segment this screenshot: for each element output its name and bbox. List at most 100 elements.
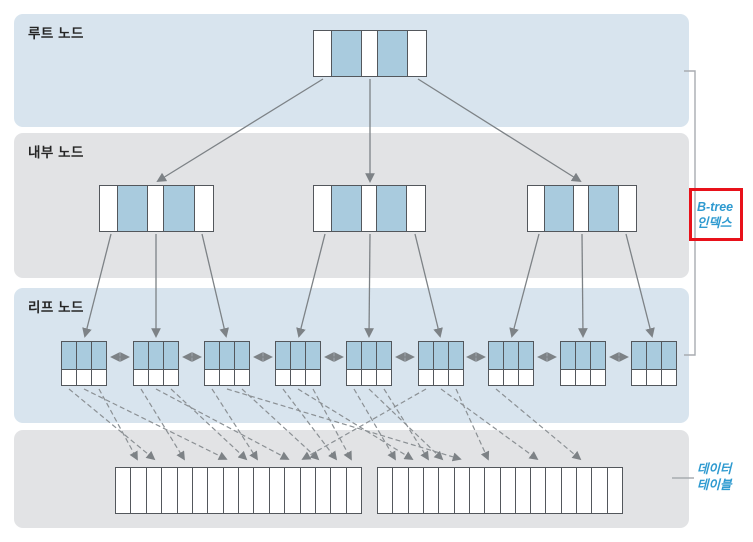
leaf-key-cell [433,342,448,369]
leaf-key-row [134,342,178,370]
key-segment [314,31,331,76]
key-segment [116,186,148,231]
leaf-pointer-cell [76,370,91,385]
table-cell [116,468,131,513]
leaf-node-6 [418,341,464,386]
table-cell [191,468,208,513]
leaf-key-cell [661,342,676,369]
leaf-key-row [489,342,533,370]
leaf-key-cell [503,342,518,369]
key-segment [573,186,589,231]
leaf-pointer-cell [148,370,163,385]
leaf-key-cell [205,342,219,369]
table-cell [253,468,269,513]
key-segment [528,186,545,231]
table-cell [576,468,592,513]
leaf-key-cell [290,342,305,369]
key-segment [147,186,164,231]
leaf-pointer-cell [503,370,518,385]
band-label-internal: 내부 노드 [28,145,84,160]
leaf-pointer-cell [518,370,533,385]
table-cell [530,468,546,513]
internal-node-left [99,185,214,232]
key-segment [330,31,362,76]
internal-node-right [527,185,637,232]
band-label-leaf: 리프 노드 [28,300,84,315]
leaf-key-cell [234,342,249,369]
leaf-key-cell [376,342,391,369]
btree-index-label-line1: B-tree [697,199,734,214]
key-segment [163,186,194,231]
leaf-pointer-cell [205,370,219,385]
leaf-pointer-cell [62,370,76,385]
key-segment [100,186,117,231]
table-cell [299,468,315,513]
leaf-pointer-row [347,370,391,385]
leaf-node-7 [488,341,534,386]
leaf-pointer-row [632,370,676,385]
leaf-key-row [205,342,249,370]
data-table-right [377,467,623,514]
btree-index-label-line2: 인덱스 [697,215,732,230]
leaf-pointer-cell [305,370,320,385]
leaf-key-cell [219,342,234,369]
leaf-node-8 [560,341,606,386]
table-cell [176,468,192,513]
table-cell [484,468,500,513]
leaf-key-row [632,342,676,370]
leaf-key-cell [76,342,91,369]
table-cell [268,468,285,513]
table-cell [222,468,238,513]
leaf-pointer-cell [276,370,290,385]
leaf-key-cell [590,342,605,369]
key-segment [406,186,425,231]
leaf-key-cell [646,342,661,369]
table-cell [499,468,515,513]
btree-index-highlight-box: B-tree 인덱스 [689,188,743,241]
leaf-pointer-cell [489,370,503,385]
leaf-pointer-cell [163,370,178,385]
key-segment [330,186,361,231]
table-cell [345,468,361,513]
leaf-pointer-cell [632,370,646,385]
leaf-pointer-cell [661,370,676,385]
leaf-pointer-cell [219,370,234,385]
leaf-pointer-cell [575,370,590,385]
leaf-key-cell [163,342,178,369]
table-cell [207,468,223,513]
leaf-key-cell [489,342,503,369]
table-cell [468,468,485,513]
leaf-key-row [419,342,463,370]
data-table-label-line2: 테이블 [697,478,732,492]
leaf-pointer-cell [448,370,463,385]
leaf-key-cell [518,342,533,369]
key-segment [406,31,426,76]
leaf-key-cell [575,342,590,369]
leaf-key-cell [361,342,376,369]
leaf-key-cell [561,342,575,369]
key-segment [588,186,618,231]
leaf-key-cell [347,342,361,369]
table-cell [378,468,393,513]
leaf-key-cell [62,342,76,369]
leaf-node-5 [346,341,392,386]
leaf-pointer-cell [419,370,433,385]
leaf-pointer-cell [347,370,361,385]
leaf-key-row [561,342,605,370]
key-segment [376,31,407,76]
leaf-node-1 [61,341,107,386]
leaf-pointer-cell [561,370,575,385]
leaf-pointer-row [419,370,463,385]
table-cell [407,468,423,513]
leaf-pointer-cell [376,370,391,385]
table-cell [453,468,469,513]
table-cell [545,468,561,513]
leaf-pointer-cell [646,370,661,385]
leaf-pointer-row [489,370,533,385]
table-cell [330,468,346,513]
leaf-node-2 [133,341,179,386]
leaf-pointer-row [561,370,605,385]
leaf-pointer-cell [91,370,106,385]
leaf-node-4 [275,341,321,386]
